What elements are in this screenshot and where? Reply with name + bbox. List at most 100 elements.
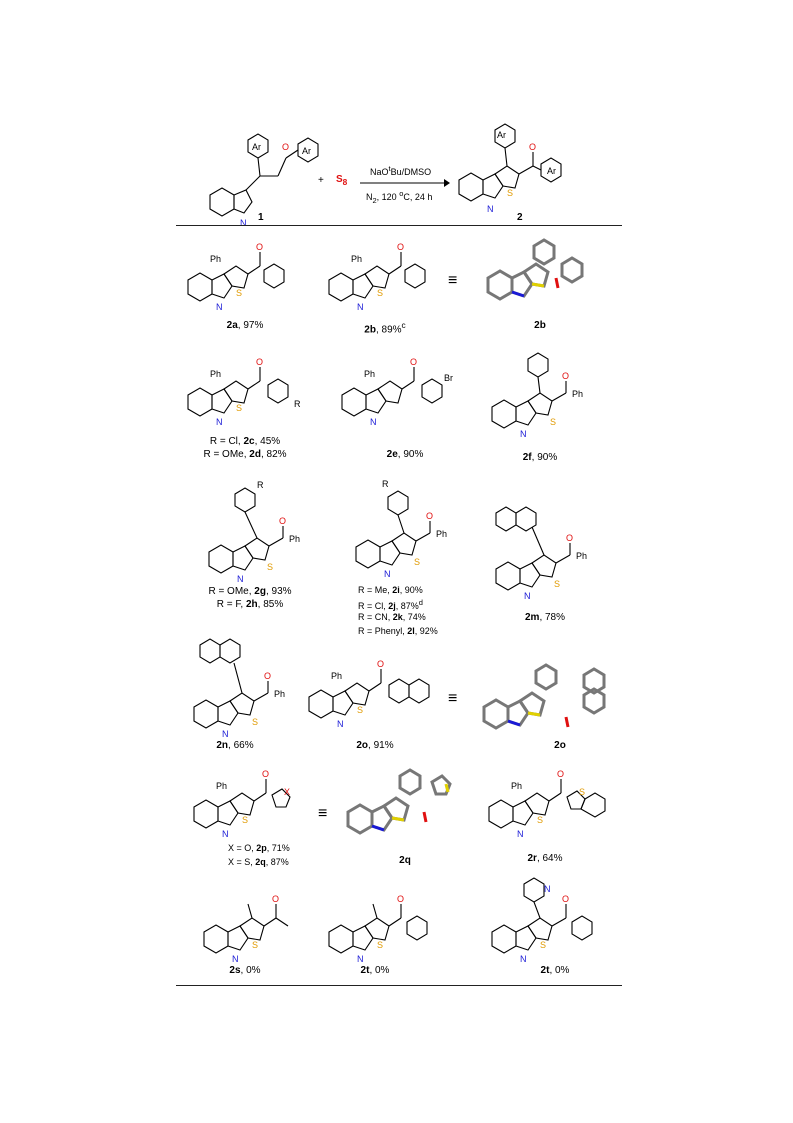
structure-2r: Ph O S S N bbox=[488, 769, 606, 839]
svg-text:S: S bbox=[507, 188, 513, 198]
caption-2q: X = S, 2q, 87% bbox=[228, 857, 289, 867]
svg-text:Ph: Ph bbox=[436, 529, 447, 539]
svg-text:O: O bbox=[272, 894, 279, 904]
svg-text:O: O bbox=[426, 511, 433, 521]
svg-text:O: O bbox=[397, 894, 404, 904]
svg-text:O: O bbox=[279, 516, 286, 526]
equiv-sign-2q: ≡ bbox=[318, 805, 328, 822]
xray-2q bbox=[346, 768, 452, 835]
svg-text:S: S bbox=[242, 815, 248, 825]
caption-2m: 2m, 78% bbox=[524, 612, 566, 623]
caption-2e: 2e, 90% bbox=[386, 449, 424, 460]
caption-2o-xray: 2o bbox=[554, 740, 566, 751]
caption-2i: R = Me, 2i, 90% bbox=[358, 585, 423, 595]
svg-text:N: N bbox=[222, 729, 229, 739]
svg-text:S: S bbox=[550, 417, 556, 427]
svg-text:O: O bbox=[397, 242, 404, 252]
svg-text:S: S bbox=[236, 403, 242, 413]
svg-text:O: O bbox=[377, 659, 384, 669]
svg-text:O: O bbox=[557, 769, 564, 779]
caption-2g: R = OMe, 2g, 93% bbox=[208, 586, 292, 597]
svg-text:S: S bbox=[377, 940, 383, 950]
structure-2i-2l: R O Ph S N bbox=[355, 479, 447, 579]
svg-text:N: N bbox=[222, 829, 229, 839]
svg-text:Ph: Ph bbox=[210, 369, 221, 379]
xray-2b bbox=[486, 238, 584, 301]
caption-2d: R = OMe, 2d, 82% bbox=[203, 449, 287, 460]
svg-text:S: S bbox=[267, 562, 273, 572]
svg-text:S: S bbox=[252, 717, 258, 727]
svg-text:N: N bbox=[357, 954, 364, 964]
caption-2a: 2a, 97% bbox=[226, 320, 264, 331]
caption-2r: 2r, 64% bbox=[527, 853, 563, 864]
svg-text:O: O bbox=[256, 357, 263, 367]
svg-text:O: O bbox=[529, 142, 536, 152]
svg-text:Ph: Ph bbox=[351, 254, 362, 264]
divider-top bbox=[176, 225, 622, 226]
svg-text:Ph: Ph bbox=[274, 689, 285, 699]
svg-text:S: S bbox=[252, 940, 258, 950]
svg-text:Ar: Ar bbox=[302, 146, 311, 156]
svg-text:S: S bbox=[579, 787, 585, 797]
caption-2t-b: 2t, 0% bbox=[540, 965, 570, 976]
equiv-sign: ≡ bbox=[448, 272, 458, 289]
svg-text:Ar: Ar bbox=[252, 142, 261, 152]
divider-bottom bbox=[176, 985, 622, 986]
svg-text:N: N bbox=[216, 417, 223, 427]
structure-2t-a: O S N bbox=[328, 894, 428, 964]
svg-text:R: R bbox=[294, 399, 301, 409]
product-label: 2 bbox=[517, 212, 523, 223]
caption-2f: 2f, 90% bbox=[522, 452, 558, 463]
svg-text:O: O bbox=[264, 671, 271, 681]
svg-text:N: N bbox=[232, 954, 239, 964]
svg-text:Ph: Ph bbox=[331, 671, 342, 681]
structure-2g-2h: R O Ph S N bbox=[208, 480, 300, 584]
svg-text:Br: Br bbox=[444, 373, 453, 383]
caption-2o: 2o, 91% bbox=[356, 740, 394, 751]
svg-text:O: O bbox=[282, 142, 289, 152]
caption-2s: 2s, 0% bbox=[229, 965, 261, 976]
svg-text:S: S bbox=[414, 557, 420, 567]
caption-2n: 2n, 66% bbox=[216, 740, 254, 751]
svg-text:Ar: Ar bbox=[547, 166, 556, 176]
equiv-sign-2o: ≡ bbox=[448, 690, 458, 707]
svg-text:N: N bbox=[357, 302, 364, 312]
svg-text:Ph: Ph bbox=[364, 369, 375, 379]
structure-2f: O Ph S N bbox=[491, 352, 583, 439]
sulfur-reagent: S8 bbox=[336, 174, 348, 187]
caption-2c: R = Cl, 2c, 45% bbox=[209, 436, 281, 447]
svg-text:Ph: Ph bbox=[572, 389, 583, 399]
structure-2e: Ph O N Br bbox=[341, 357, 453, 427]
svg-text:N: N bbox=[240, 218, 247, 228]
caption-2k: R = CN, 2k, 74% bbox=[358, 612, 426, 622]
svg-text:N: N bbox=[237, 574, 244, 584]
svg-text:S: S bbox=[377, 288, 383, 298]
svg-text:S: S bbox=[236, 288, 242, 298]
svg-text:S: S bbox=[540, 940, 546, 950]
svg-text:Ph: Ph bbox=[576, 551, 587, 561]
structure-2o: Ph O S N bbox=[308, 659, 430, 729]
svg-text:Ph: Ph bbox=[210, 254, 221, 264]
svg-text:S: S bbox=[357, 705, 363, 715]
svg-text:S: S bbox=[554, 579, 560, 589]
caption-2h: R = F, 2h, 85% bbox=[216, 599, 284, 610]
structure-2t-b: N O S N bbox=[491, 877, 593, 964]
conditions-top: NaOtBu/DMSO bbox=[370, 164, 432, 177]
svg-text:Ph: Ph bbox=[216, 781, 227, 791]
svg-text:N: N bbox=[337, 719, 344, 729]
structure-2b: Ph O S N bbox=[328, 242, 426, 312]
svg-text:N: N bbox=[487, 204, 494, 214]
structure-2n: O Ph S N bbox=[193, 638, 285, 739]
caption-2t-a: 2t, 0% bbox=[360, 965, 390, 976]
structure-2s: O S N bbox=[203, 894, 289, 964]
svg-text:N: N bbox=[520, 954, 527, 964]
caption-2b-xray: 2b bbox=[534, 320, 546, 331]
svg-text:N: N bbox=[517, 829, 524, 839]
svg-text:X: X bbox=[284, 787, 290, 797]
svg-text:Ar: Ar bbox=[497, 130, 506, 140]
svg-text:O: O bbox=[410, 357, 417, 367]
svg-text:O: O bbox=[562, 894, 569, 904]
xray-2o bbox=[482, 663, 606, 730]
structure-2p-2q: Ph O S N X bbox=[193, 769, 291, 839]
conditions-bottom: N2, 120 oC, 24 h bbox=[366, 189, 433, 205]
